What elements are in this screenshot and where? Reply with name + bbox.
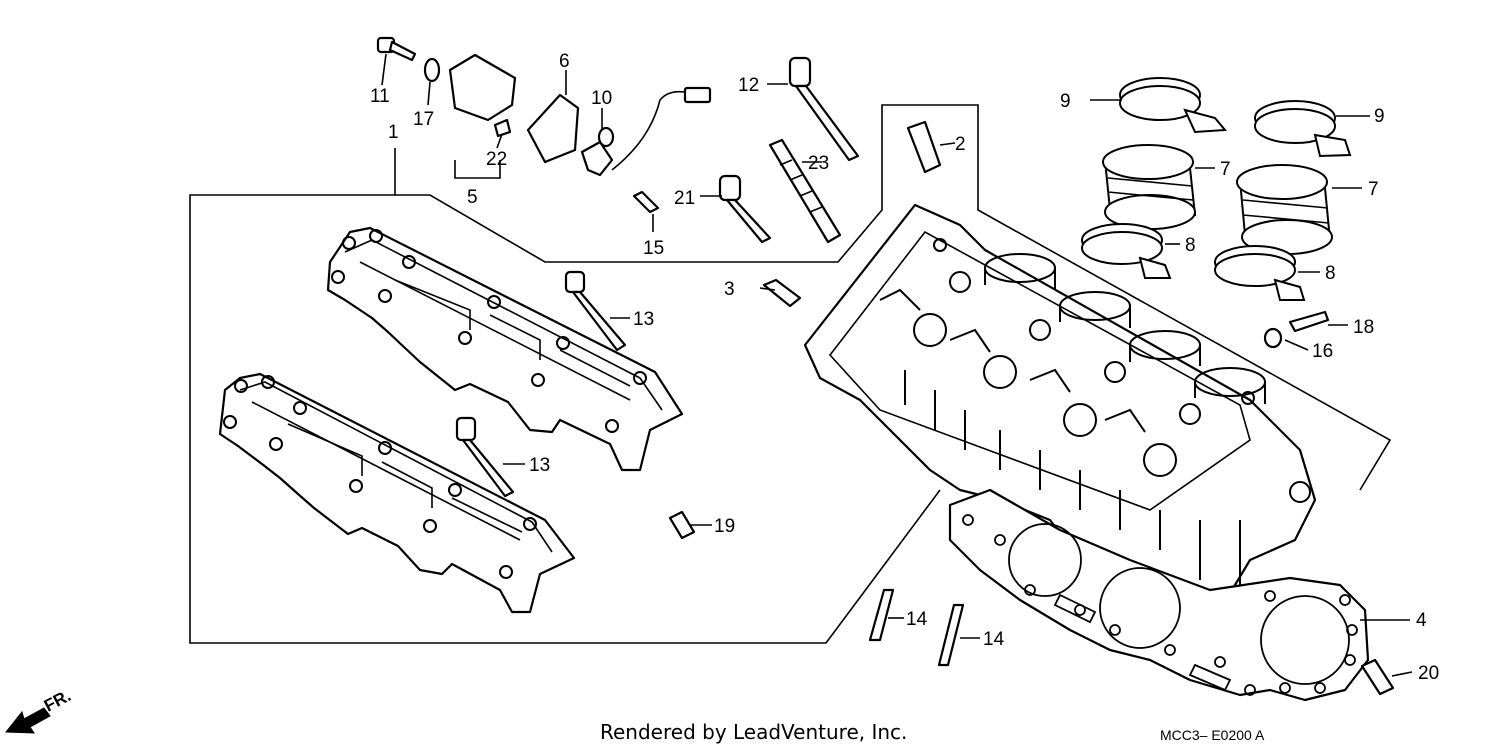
dowel-19	[668, 510, 696, 540]
rendered-by-credit: Rendered by LeadVenture, Inc.	[600, 720, 907, 744]
dowel-2	[906, 120, 942, 174]
front-direction-indicator: FR.	[4, 686, 74, 734]
callout-10: 10	[591, 88, 612, 109]
bolt-13-upper	[564, 270, 627, 352]
stud-14a	[868, 588, 895, 642]
washer-17	[423, 57, 441, 83]
callout-2: 2	[955, 134, 966, 155]
callout-13a: 13	[633, 309, 654, 330]
callout-7a: 7	[1220, 159, 1231, 180]
callout-13b: 13	[529, 455, 550, 476]
callout-9a: 9	[1060, 91, 1071, 112]
callout-8a: 8	[1185, 235, 1196, 256]
callout-6: 6	[559, 51, 570, 72]
gasket-6	[526, 93, 580, 164]
bolt-11	[376, 36, 417, 62]
washer-16	[1263, 327, 1283, 349]
intake-clamps-insulators	[1081, 77, 1352, 301]
callout-18: 18	[1353, 317, 1374, 338]
bolt-15	[632, 190, 660, 214]
bolt-13-lower	[455, 416, 515, 498]
callout-19: 19	[714, 516, 735, 537]
diagram-code: MCC3– E0200 A	[1160, 727, 1265, 743]
cam-sensor-housing-5	[448, 53, 517, 138]
callout-22: 22	[486, 149, 507, 170]
callout-17: 17	[413, 109, 434, 130]
callout-21: 21	[674, 188, 695, 209]
bolt-12	[788, 56, 860, 162]
callout-labels: 1 2 3 4 5 6 7 7 8 8 9 9 10 11 12 13 13 1…	[370, 51, 1439, 684]
callout-3: 3	[724, 279, 735, 300]
callout-12: 12	[738, 75, 759, 96]
callout-14a: 14	[906, 609, 928, 630]
callout-9b: 9	[1374, 106, 1385, 127]
callout-8b: 8	[1325, 263, 1336, 284]
callout-23: 23	[808, 153, 829, 174]
spark-plug-23	[768, 138, 842, 244]
head-gasket	[948, 488, 1370, 702]
leader-lines	[381, 53, 1413, 677]
callout-1: 1	[388, 122, 399, 143]
callout-11: 11	[370, 86, 390, 107]
callout-16: 16	[1312, 341, 1333, 362]
assembly-outline	[189, 104, 1392, 644]
callout-4: 4	[1416, 610, 1427, 631]
dowel-20	[1360, 658, 1395, 696]
stud-14b	[937, 603, 965, 667]
dowel-3	[762, 278, 802, 308]
callout-15: 15	[643, 238, 664, 259]
cam-cover-upper	[326, 226, 684, 472]
bolt-18	[1288, 310, 1330, 333]
front-arrow-icon	[4, 707, 51, 734]
callout-20: 20	[1418, 663, 1439, 684]
callout-7b: 7	[1368, 179, 1379, 200]
cam-cover-lower	[218, 372, 576, 614]
sensor-10	[580, 86, 712, 177]
callout-5: 5	[467, 187, 478, 208]
callout-14b: 14	[983, 629, 1005, 650]
bolt-21	[718, 174, 772, 244]
